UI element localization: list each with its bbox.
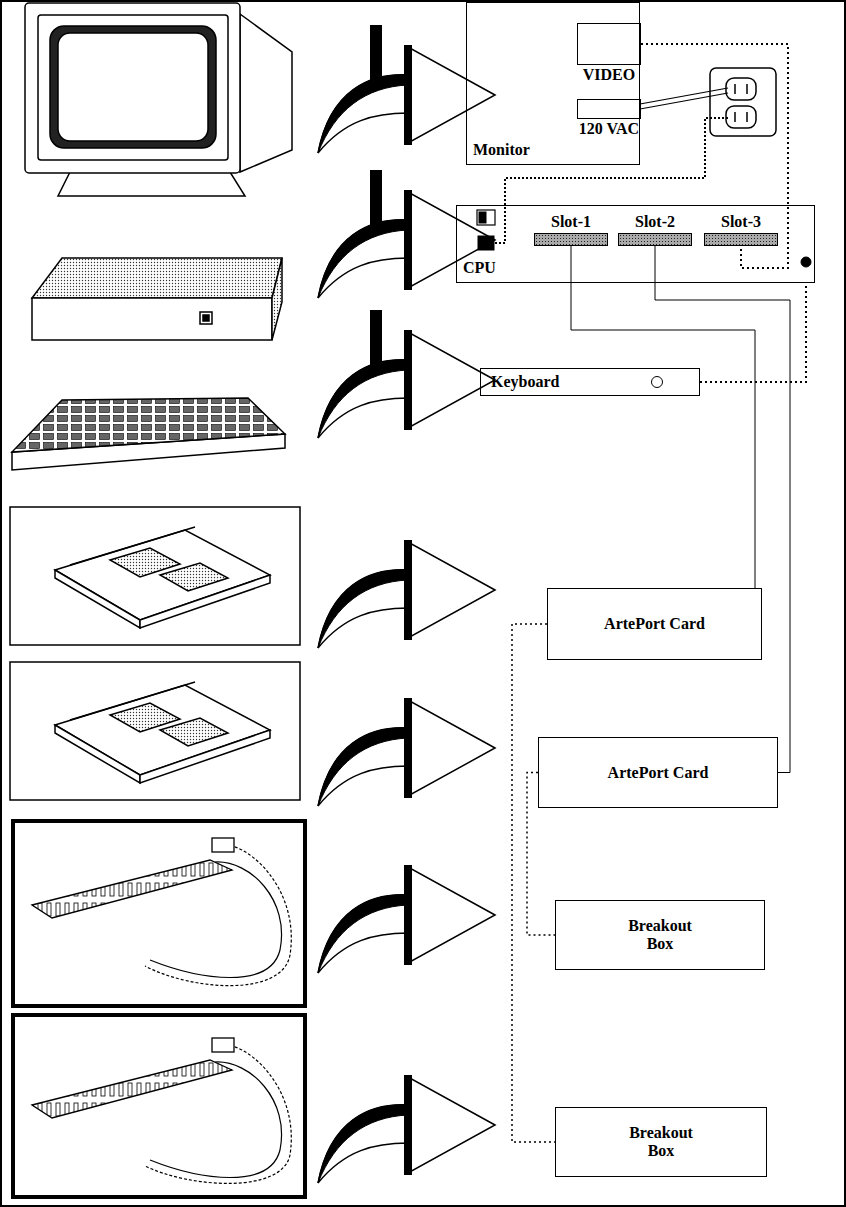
arrow-shade: [318, 728, 408, 806]
arrow-base: [404, 865, 412, 965]
curved-arrow: [318, 865, 495, 973]
power-port: 120 VAC: [577, 99, 641, 119]
curved-arrow: [318, 698, 495, 806]
connector-line: [655, 246, 790, 773]
arrow-shade: [318, 360, 408, 438]
card-illustration: [10, 507, 300, 800]
connector-line: [527, 773, 555, 936]
arrow-group: [318, 25, 495, 1183]
node-label: 120 VAC: [579, 120, 639, 138]
slot-bar: Slot-3: [704, 233, 778, 246]
node-label: Keyboard: [491, 373, 559, 391]
arrow-base: [404, 698, 412, 798]
keyboard-jack: [651, 376, 663, 388]
arrow-base: [404, 1075, 412, 1175]
card-box: ArtePort Card: [538, 737, 778, 808]
slot-bar: Slot-1: [534, 233, 608, 246]
curved-arrow: [318, 170, 495, 298]
node-label: Monitor: [473, 141, 530, 159]
breakout-box: Breakout Box: [555, 1107, 767, 1177]
node-label: Slot-1: [551, 213, 591, 231]
node-label: ArtePort Card: [608, 764, 709, 782]
arrow-shade: [318, 75, 408, 153]
node-label: Breakout Box: [615, 917, 705, 952]
arrow-base: [404, 45, 412, 145]
arrow-bar: [370, 310, 382, 370]
node-label: CPU: [463, 259, 496, 277]
arrow-base: [404, 540, 412, 640]
power-outlet: [710, 68, 776, 136]
arrow-bar: [370, 170, 382, 230]
arrow-base: [404, 190, 412, 290]
arrow-shade: [318, 570, 408, 648]
node-label: VIDEO: [583, 66, 635, 84]
node-label: Breakout Box: [616, 1124, 706, 1159]
video-port: VIDEO: [577, 23, 641, 65]
arrow-base: [404, 330, 412, 430]
arrow-shade: [318, 1105, 408, 1183]
monitor-illustration: [25, 3, 292, 196]
node-label: Slot-3: [721, 213, 761, 231]
curved-arrow: [318, 1075, 495, 1183]
breakout-box: Breakout Box: [555, 900, 765, 970]
arrow-bar: [370, 25, 382, 85]
cable-illustration: [13, 821, 305, 1197]
monitor-box: Monitor VIDEO 120 VAC: [466, 2, 640, 165]
arrow-shade: [318, 220, 408, 298]
cpu-box: CPUSlot-1Slot-2Slot-3: [456, 205, 815, 283]
connector-line: [512, 624, 555, 1142]
curved-arrow: [318, 540, 495, 648]
keyboard-illustration: [12, 398, 285, 470]
curved-arrow: [318, 25, 495, 153]
power-wire: [495, 88, 728, 243]
node-label: Slot-2: [635, 213, 675, 231]
cpu-ports: [477, 210, 811, 267]
node-label: ArtePort Card: [604, 615, 705, 633]
cpu-illustration: [32, 258, 282, 340]
card-box: ArtePort Card: [547, 588, 762, 660]
keyboard-box: Keyboard: [480, 368, 700, 396]
curved-arrow: [318, 310, 495, 438]
slot-bar: Slot-2: [618, 233, 692, 246]
connector-line: [571, 246, 755, 588]
arrow-shade: [318, 895, 408, 973]
